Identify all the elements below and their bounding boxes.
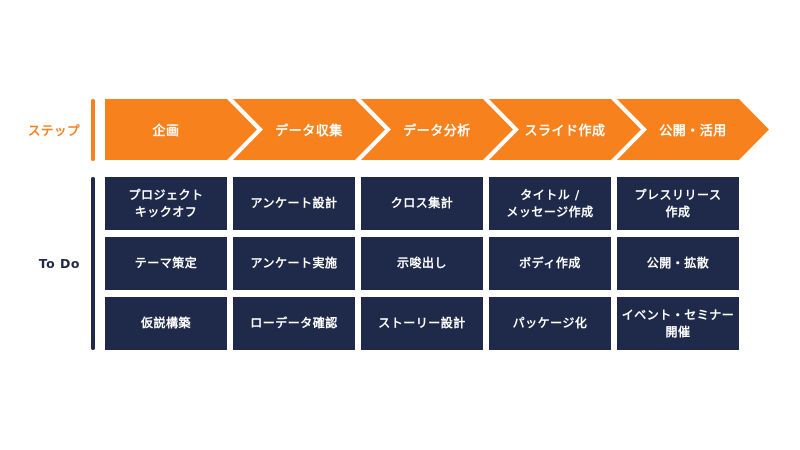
- todo-row-label: To Do: [38, 256, 80, 271]
- steps-row-label: ステップ: [27, 123, 80, 138]
- todo-grid: プロジェクト キックオフ アンケート設計 クロス集計 タイトル / メッセージ作…: [105, 177, 739, 350]
- todo-item: クロス集計: [361, 177, 483, 230]
- todo-item: タイトル / メッセージ作成: [489, 177, 611, 230]
- todo-divider-bar: [91, 177, 95, 350]
- todo-item: イベント・セミナー 開催: [617, 297, 739, 350]
- todo-item: ローデータ確認: [233, 297, 355, 350]
- todo-item: テーマ策定: [105, 237, 227, 290]
- todo-item: アンケート設計: [233, 177, 355, 230]
- todo-item: ストーリー設計: [361, 297, 483, 350]
- todo-item: 公開・拡散: [617, 237, 739, 290]
- todo-item: 仮説構築: [105, 297, 227, 350]
- steps-divider-bar: [91, 99, 95, 161]
- todo-item: 示唆出し: [361, 237, 483, 290]
- step-arrow-band: 企画 データ収集 データ分析 スライド作成 公開・活用: [105, 99, 775, 160]
- todo-item: アンケート実施: [233, 237, 355, 290]
- todo-item: ボディ作成: [489, 237, 611, 290]
- todo-item: プレスリリース 作成: [617, 177, 739, 230]
- todo-item: パッケージ化: [489, 297, 611, 350]
- todo-item: プロジェクト キックオフ: [105, 177, 227, 230]
- step-arrow-1: 企画: [105, 99, 257, 160]
